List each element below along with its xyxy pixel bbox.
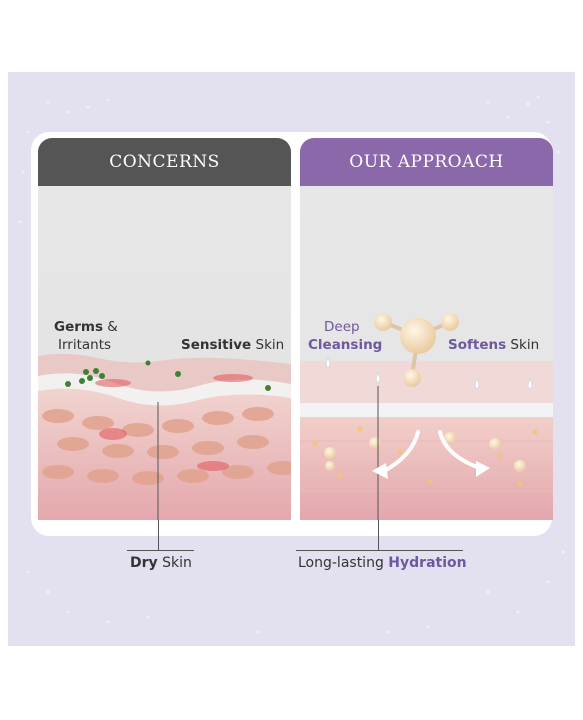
softens-skin-label: Softens Skin — [448, 337, 540, 353]
hydration-leader — [378, 520, 379, 550]
hydration-underline — [296, 550, 463, 551]
skin-illustration-concerns — [38, 186, 291, 520]
dry-skin-underline — [127, 550, 194, 551]
irritants-label: Irritants — [58, 337, 112, 353]
germs-label: Germs & — [54, 319, 118, 335]
skin-illustration-approach — [300, 186, 553, 520]
concerns-panel: CONCERNS — [38, 138, 291, 520]
hydration-label: Long-lasting Hydration — [298, 555, 467, 571]
cleansing-label: Cleansing — [308, 337, 383, 353]
dry-skin-label: Dry Skin — [130, 555, 192, 571]
approach-header: OUR APPROACH — [300, 138, 553, 186]
deep-label: Deep — [324, 319, 360, 335]
concerns-header: CONCERNS — [38, 138, 291, 186]
approach-panel: OUR APPROACH — [300, 138, 553, 520]
dry-skin-leader — [158, 520, 159, 550]
sensitive-skin-label: Sensitive Skin — [181, 337, 285, 353]
